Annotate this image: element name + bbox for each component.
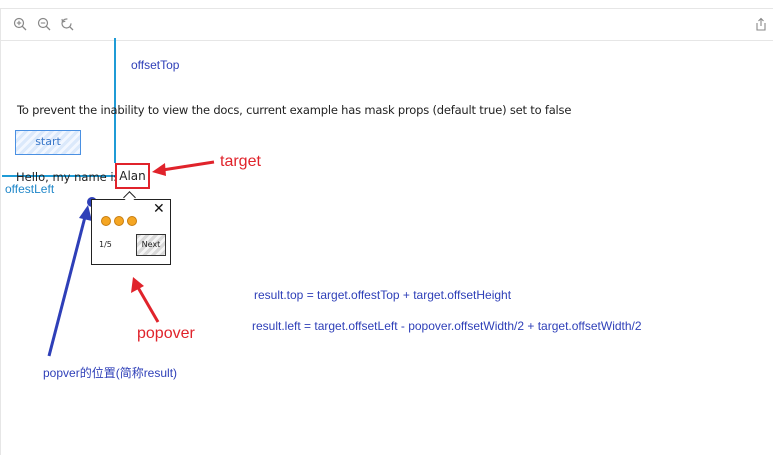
target-label: target [220, 153, 261, 170]
popover-label: popover [137, 325, 195, 342]
formula-left: result.left = target.offsetLeft - popove… [252, 319, 642, 333]
target-name: Alan [115, 163, 150, 189]
frame-top-border [0, 8, 773, 9]
offset-top-label: offsetTop [131, 58, 180, 72]
zoom-in-icon[interactable] [12, 16, 28, 32]
start-button[interactable]: start [15, 130, 81, 155]
target-arrowhead [152, 163, 166, 176]
reset-icon[interactable] [59, 16, 75, 32]
result-position-label: popver的位置(简称result) [43, 366, 178, 380]
toolbar [1, 9, 773, 41]
popover-arrow [134, 283, 160, 323]
result-arrow [47, 212, 88, 357]
next-button[interactable]: Next [136, 234, 166, 256]
emoji-icon [114, 216, 124, 226]
hello-text: Hello, my name is [16, 170, 120, 184]
popover-arrowhead [131, 277, 144, 293]
target-arrow [155, 160, 215, 173]
close-icon[interactable]: ✕ [153, 201, 165, 217]
emoji-icon [127, 216, 137, 226]
formula-top: result.top = target.offestTop + target.o… [254, 288, 512, 302]
share-icon[interactable] [753, 16, 769, 32]
step-progress: 1/5 [99, 240, 112, 249]
offset-left-label: offestLeft [5, 182, 55, 196]
zoom-out-icon[interactable] [36, 16, 52, 32]
tour-popover: ✕ 1/5 Next [91, 199, 171, 265]
emoji-icon [101, 216, 111, 226]
mask-note-text: To prevent the inability to view the doc… [17, 103, 572, 117]
frame-left-border [0, 8, 1, 455]
